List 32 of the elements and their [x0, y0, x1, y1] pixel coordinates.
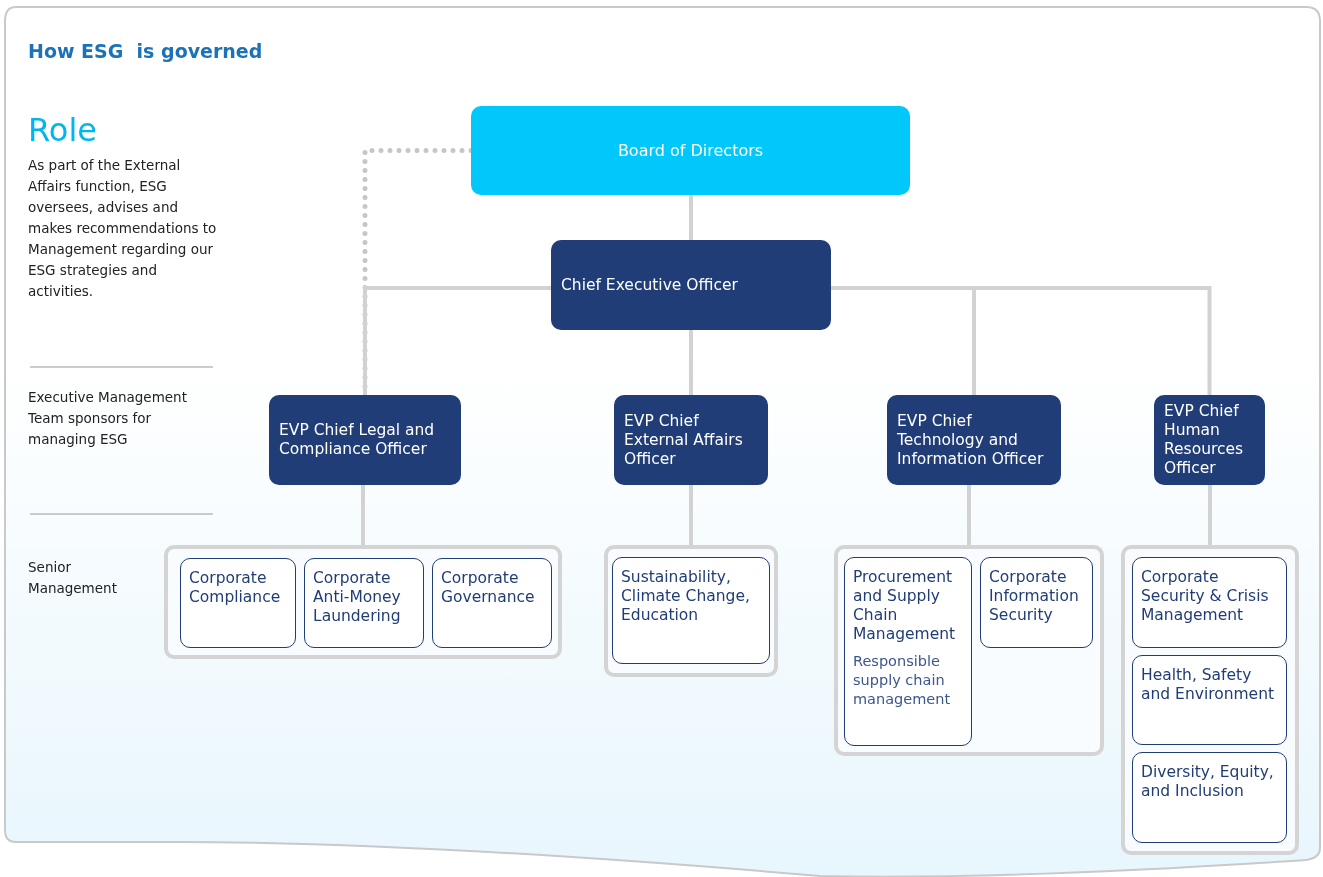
unit-box: Corporate Compliance [180, 558, 296, 648]
unit-box: Diversity, Equity, and Inclusion [1132, 752, 1287, 843]
executive-box: EVP Chief Human Resources Officer [1154, 395, 1265, 485]
unit-box: Sustainability, Climate Change, Education [612, 557, 770, 664]
unit-box: Procurement and Supply Chain Management Responsible supply chain management [844, 557, 972, 746]
connector-line [831, 286, 1212, 395]
connector-line [689, 330, 693, 395]
executive-box: Chief Executive Officer [551, 240, 831, 330]
role-description: As part of the External Affairs function, ESG oversees, advises and makes recommendations to Management regarding our ESG strategies and activities. [28, 156, 218, 301]
connector-line [689, 485, 693, 545]
unit-box: Health, Safety and Environment [1132, 655, 1287, 745]
board-box: Board of Directors [471, 106, 910, 195]
group-container [1121, 545, 1299, 855]
group-container [604, 545, 778, 677]
unit-box: Corporate Governance [432, 558, 552, 648]
tier-label: Senior Management [28, 558, 118, 598]
section-heading: Role [28, 110, 98, 150]
tier-label: Executive Management Team sponsors for managing ESG [28, 388, 188, 449]
connector-line [967, 485, 971, 545]
executive-box: EVP Chief Technology and Information Officer [887, 395, 1061, 485]
executive-box: EVP Chief Legal and Compliance Officer [269, 395, 461, 485]
unit-box: Corporate Anti-Money Laundering [304, 558, 424, 648]
group-container [164, 545, 562, 659]
unit-box: Corporate Security & Crisis Management [1132, 557, 1287, 648]
diagram-title: How ESG is governed [28, 40, 263, 62]
executive-box: EVP Chief External Affairs Officer [614, 395, 768, 485]
connector-line [363, 286, 551, 395]
group-container [834, 545, 1104, 756]
connector-line [1208, 485, 1212, 545]
connector-line [689, 195, 693, 240]
unit-box: Corporate Information Security [980, 557, 1093, 648]
connector-line [361, 485, 365, 545]
